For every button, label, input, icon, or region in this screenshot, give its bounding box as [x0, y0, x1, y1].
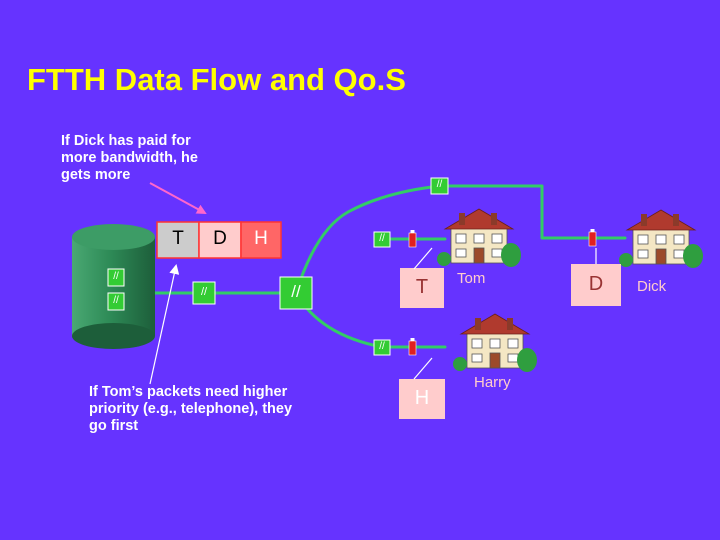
dick-ont-device — [589, 229, 596, 246]
tom-house — [437, 209, 521, 267]
queue-label-h: H — [241, 228, 281, 250]
dick-note-arrow — [150, 183, 205, 213]
harry-packet-pointer — [414, 358, 432, 379]
tom-packet-pointer — [414, 248, 432, 269]
harry-ont-device — [409, 338, 416, 355]
tom-packet-label: T — [400, 276, 444, 299]
tom-house-label: Tom — [457, 270, 485, 287]
coupler-harry-mark: // — [374, 341, 390, 352]
olt-mark-lower: // — [108, 295, 124, 306]
olt-mark-upper: // — [108, 271, 124, 282]
dick-packet-label: D — [571, 273, 621, 296]
coupler-top-mark: // — [431, 179, 448, 190]
harry-house — [453, 314, 537, 372]
coupler-tom-mark: // — [374, 233, 390, 244]
tom-ont-device — [409, 230, 416, 247]
queue-label-t: T — [157, 228, 199, 250]
dick-house-label: Dick — [637, 278, 666, 295]
harry-house-label: Harry — [474, 374, 511, 391]
dick-house — [619, 210, 703, 268]
harry-packet-label: H — [399, 387, 445, 410]
queue-label-d: D — [199, 228, 241, 250]
coupler-trunk-mark: // — [193, 286, 215, 298]
splitter-main-mark: // — [280, 282, 312, 302]
